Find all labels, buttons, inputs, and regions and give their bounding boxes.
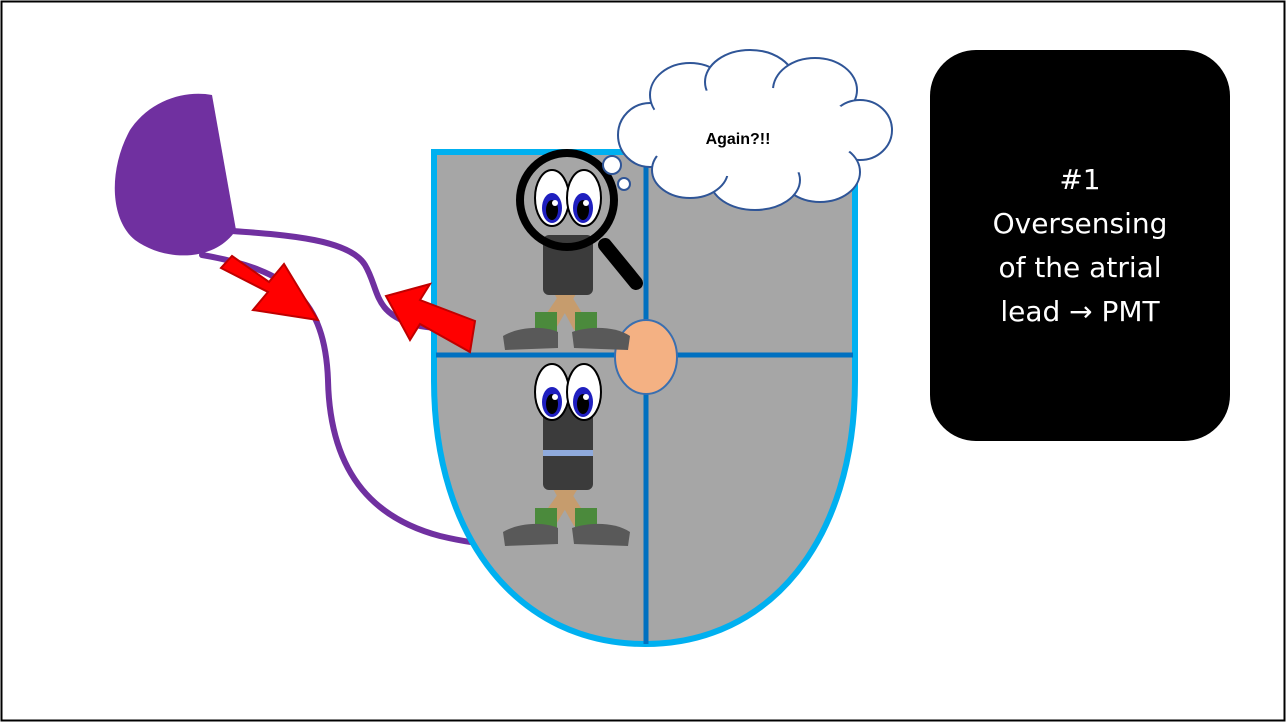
speech-bubble-text: Again?!! (668, 131, 808, 149)
belt-icon (543, 450, 593, 456)
pmt-callout-box: #1 Oversensing of the atrial lead → PMT (930, 50, 1230, 441)
av-node (615, 320, 677, 394)
callout-line: lead → PMT (993, 290, 1168, 334)
callout-line: #1 (993, 158, 1168, 202)
callout-line: of the atrial (993, 246, 1168, 290)
callout-line: Oversensing (993, 202, 1168, 246)
